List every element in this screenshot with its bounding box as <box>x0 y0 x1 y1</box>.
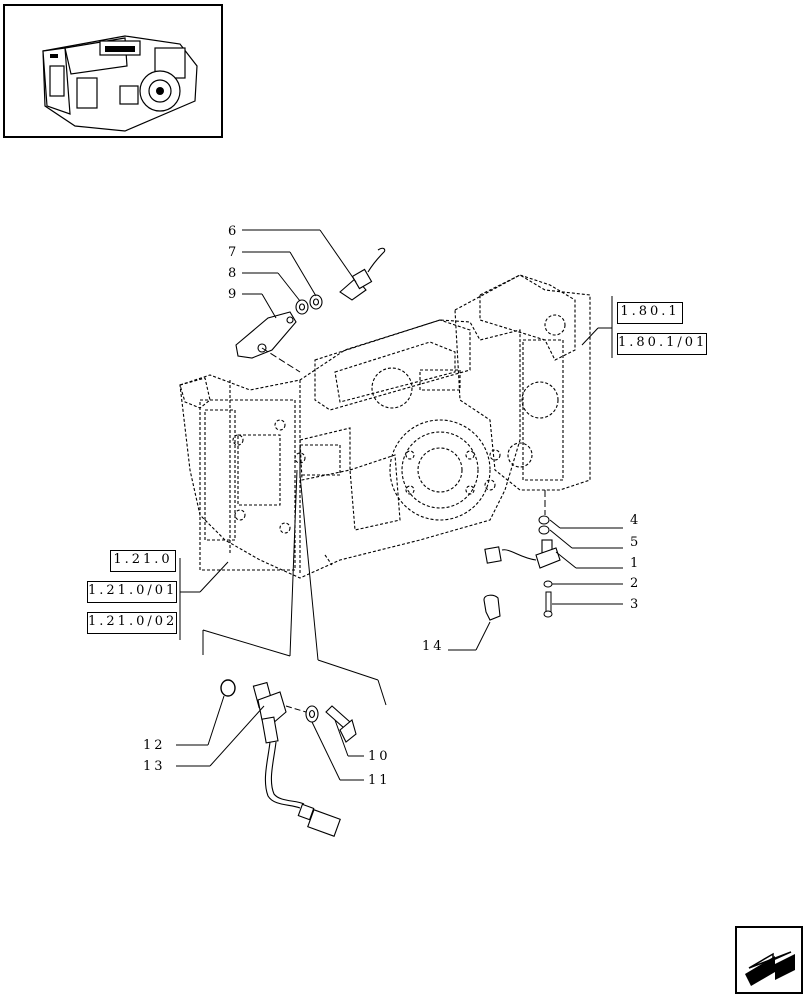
washer-part-8 <box>295 299 309 315</box>
reference-box-1-80-1[interactable]: 1.80.1 <box>617 302 683 324</box>
thumbnail-frame <box>3 4 223 138</box>
reference-box-1-80-1-01[interactable]: 1.80.1/01 <box>617 333 707 355</box>
callout-11: 11 <box>368 773 391 788</box>
callout-10: 10 <box>368 749 391 764</box>
sensor-part-6 <box>339 247 386 301</box>
transmission-housing-thumbnail-icon <box>42 35 198 132</box>
callout-9: 9 <box>228 287 239 302</box>
callout-12: 12 <box>143 738 166 753</box>
next-page-arrow-icon <box>745 951 795 986</box>
callout-8: 8 <box>228 266 239 281</box>
washer-part-7 <box>309 294 323 310</box>
callout-5: 5 <box>630 535 641 550</box>
o-ring-part-12 <box>220 679 236 697</box>
reference-box-1-21-0[interactable]: 1.21.0 <box>110 550 176 572</box>
callout-4: 4 <box>630 513 641 528</box>
bolt-part-10 <box>325 705 357 743</box>
washer-part-5 <box>538 525 550 535</box>
clip-part-14 <box>483 594 501 621</box>
next-page-button[interactable] <box>735 926 803 994</box>
callout-3: 3 <box>630 597 641 612</box>
washer-part-4 <box>538 515 550 525</box>
washer-part-11 <box>305 705 319 723</box>
callout-1: 1 <box>630 556 641 571</box>
washer-part-2 <box>543 580 553 588</box>
callout-13: 13 <box>143 759 166 774</box>
callout-2: 2 <box>630 576 641 591</box>
speed-sensor-part-1 <box>484 539 561 569</box>
callout-7: 7 <box>228 245 239 260</box>
reference-box-1-21-0-02[interactable]: 1.21.0/02 <box>87 612 177 634</box>
reference-box-1-21-0-01[interactable]: 1.21.0/01 <box>87 581 177 603</box>
screw-part-3 <box>543 591 553 618</box>
transmission-housing <box>179 274 591 579</box>
sensor-assembly-part-13 <box>252 681 341 837</box>
callout-14: 14 <box>422 639 445 654</box>
callout-6: 6 <box>228 224 239 239</box>
